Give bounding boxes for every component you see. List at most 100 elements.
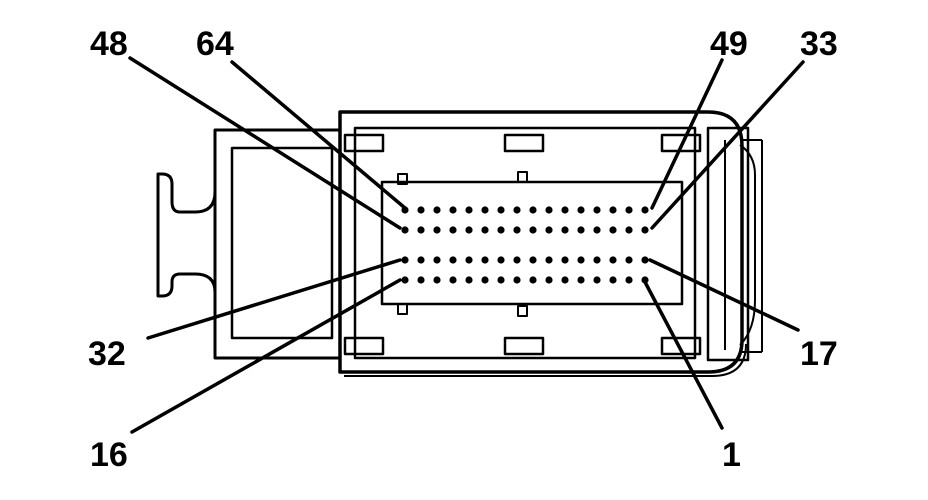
pin-dot: [593, 256, 601, 264]
pin-dot: [449, 226, 457, 234]
leader-64: [230, 60, 407, 210]
pin-dot: [641, 226, 649, 234]
pin-dot: [561, 226, 569, 234]
label-pin-32: 32: [88, 335, 126, 373]
pin-dot: [497, 206, 505, 214]
key-top-center: [517, 171, 528, 183]
pin-dot: [401, 276, 409, 284]
pin-dot: [497, 226, 505, 234]
leader-lines: [128, 56, 805, 434]
top-notch-left: [343, 133, 385, 153]
pin-dot: [433, 206, 441, 214]
pin-dot: [433, 256, 441, 264]
pin-dot: [481, 206, 489, 214]
main-housing-inner: [353, 126, 697, 360]
label-pin-48: 48: [90, 25, 128, 63]
bottom-notch-center: [503, 336, 545, 356]
pin-dot: [545, 256, 553, 264]
key-top-left: [397, 173, 408, 185]
pin-dot: [545, 226, 553, 234]
pin-dot: [625, 226, 633, 234]
pin-dot: [433, 226, 441, 234]
pin-dot: [593, 276, 601, 284]
pin-dot: [401, 226, 409, 234]
key-bottom-left: [397, 303, 408, 315]
pin-dot: [513, 276, 521, 284]
pin-dot: [513, 206, 521, 214]
pin-dot: [497, 276, 505, 284]
pin-dot: [577, 206, 585, 214]
leader-32: [146, 258, 402, 340]
connector-body: [156, 110, 763, 377]
pin-dot: [481, 276, 489, 284]
pin-dot: [481, 226, 489, 234]
pin-dot: [417, 256, 425, 264]
pin-dot: [625, 276, 633, 284]
pin-dot: [561, 256, 569, 264]
pin-dot: [417, 276, 425, 284]
pin-dot: [529, 256, 537, 264]
label-pin-1: 1: [722, 436, 741, 474]
pin-dot: [449, 206, 457, 214]
pin-dot: [577, 226, 585, 234]
top-notch-right: [660, 133, 702, 153]
leader-17: [648, 258, 800, 332]
pin-dot: [609, 256, 617, 264]
pin-dot: [529, 206, 537, 214]
leader-48: [128, 56, 402, 230]
pin-dot: [449, 276, 457, 284]
label-pin-33: 33: [800, 25, 838, 63]
pin-dot: [641, 256, 649, 264]
pin-grid: [401, 206, 649, 284]
pin-dot: [609, 276, 617, 284]
pin-dot: [449, 256, 457, 264]
top-notch-center: [503, 133, 545, 153]
pin-dot: [625, 206, 633, 214]
right-latch-curve: [739, 144, 756, 346]
main-housing-shadow: [344, 343, 747, 377]
label-pin-64: 64: [196, 25, 234, 63]
pin-dot: [609, 206, 617, 214]
leader-49: [650, 58, 724, 210]
pin-dot: [625, 256, 633, 264]
pin-dot: [609, 226, 617, 234]
leader-16: [130, 278, 402, 434]
pin-dot: [465, 206, 473, 214]
pin-field-frame: [380, 180, 684, 306]
pin-dot: [545, 206, 553, 214]
pin-dot: [465, 226, 473, 234]
bottom-notch-left: [343, 336, 385, 356]
leader-1: [643, 280, 724, 430]
pin-dot: [481, 256, 489, 264]
pin-dot: [577, 276, 585, 284]
pin-dot: [529, 276, 537, 284]
pin-dot: [561, 276, 569, 284]
main-housing-outer: [338, 110, 744, 374]
pin-dot: [545, 276, 553, 284]
pin-dot: [497, 256, 505, 264]
locking-tab: [156, 150, 217, 355]
left-housing-inner: [230, 146, 334, 340]
pin-dot: [529, 226, 537, 234]
right-latch: [706, 126, 750, 362]
pin-dot: [513, 226, 521, 234]
label-pin-17: 17: [800, 335, 838, 373]
pin-dot: [433, 276, 441, 284]
pin-dot: [513, 256, 521, 264]
pin-labels: 48 64 49 33 32 16 17 1: [88, 25, 838, 474]
label-pin-16: 16: [90, 436, 128, 474]
key-bottom-center: [517, 305, 528, 317]
label-pin-49: 49: [710, 25, 748, 63]
pin-dot: [401, 256, 409, 264]
leader-33: [650, 60, 805, 230]
pin-dot: [561, 206, 569, 214]
pin-dot: [465, 256, 473, 264]
pin-dot: [577, 256, 585, 264]
pin-dot: [465, 276, 473, 284]
pin-dot: [593, 206, 601, 214]
pin-dot: [417, 206, 425, 214]
pin-dot: [417, 226, 425, 234]
pin-dot: [641, 206, 649, 214]
pin-dot: [593, 226, 601, 234]
